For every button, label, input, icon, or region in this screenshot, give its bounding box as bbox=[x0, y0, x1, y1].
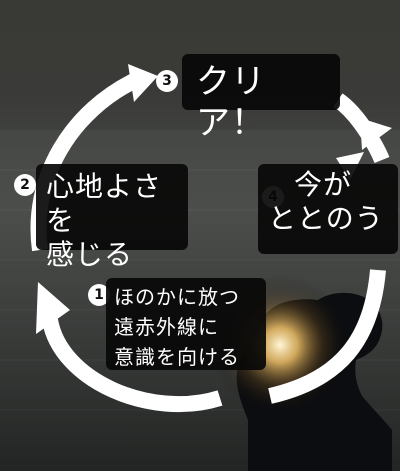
step-1-line-3: 意識を向ける bbox=[114, 345, 240, 369]
step-4-line-2: ととのう bbox=[268, 202, 384, 236]
step-3-label: クリア！ bbox=[182, 54, 340, 143]
step-2-line-1: 心地よさを bbox=[46, 170, 163, 238]
step-2-badge: 2 bbox=[14, 174, 36, 196]
step-1-label: ほのかに放つ 遠赤外線に 意識を向ける bbox=[106, 278, 266, 370]
step-1-line-1: ほのかに放つ bbox=[114, 285, 240, 309]
step-1-line-2: 遠赤外線に bbox=[114, 315, 219, 339]
step-1-badge: 1 bbox=[88, 284, 110, 306]
step-4-line-1: 今が bbox=[294, 168, 353, 201]
step-3-badge: 3 bbox=[156, 70, 178, 92]
step-3-line-1: クリア！ bbox=[196, 62, 266, 144]
step-2-line-2: 感じる bbox=[46, 238, 134, 272]
step-2-label: 心地よさを 感じる bbox=[36, 164, 188, 271]
step-4-label: 今が ととのう bbox=[258, 164, 398, 254]
